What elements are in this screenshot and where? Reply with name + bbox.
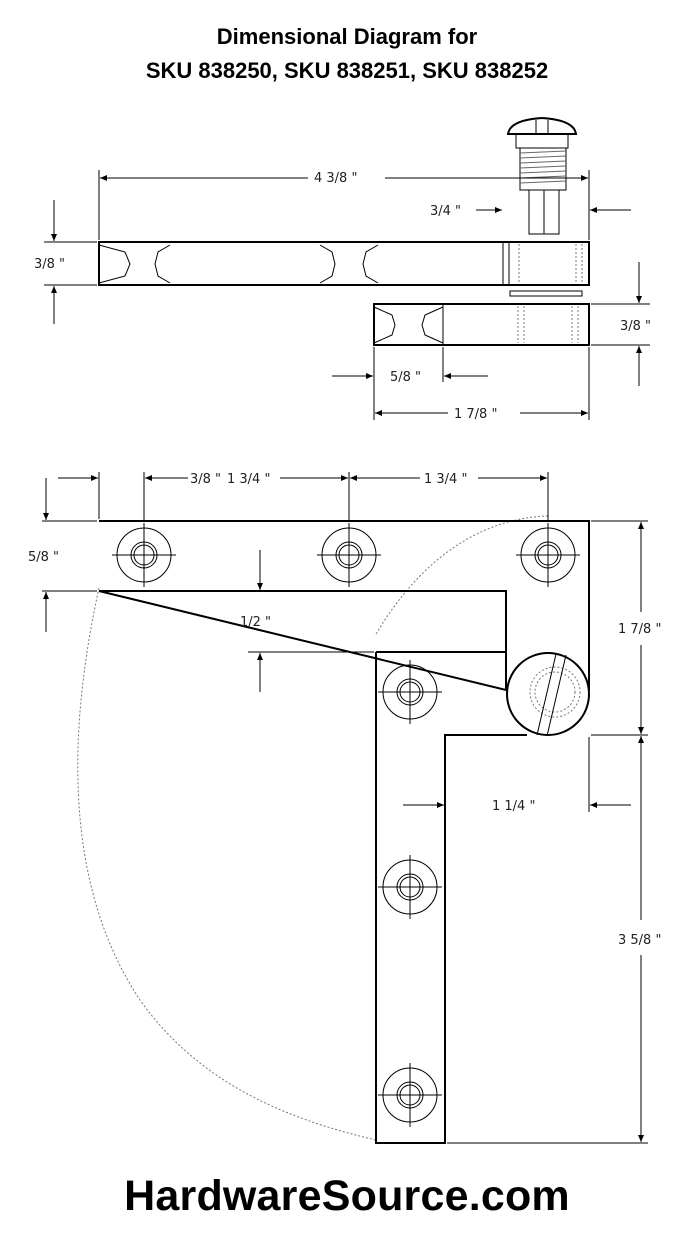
dim-total-length: 4 3/8 "	[98, 170, 590, 240]
dim-right-lower-label: 3 5/8 "	[618, 933, 661, 948]
dim-edge-offset-label: 3/8 "	[190, 472, 221, 487]
dim-lower-length-label: 1 7/8 "	[454, 407, 497, 422]
dim-lower-length: 1 7/8 "	[375, 347, 590, 422]
upper-leaf-side	[98, 241, 590, 286]
swing-arc	[77, 587, 377, 1141]
brand-footer: HardwareSource.com	[124, 1172, 570, 1220]
screw-hole	[112, 523, 176, 587]
dim-right-upper: 1 7/8 "	[591, 520, 661, 736]
diagram-title-line-1: Dimensional Diagram for	[216, 24, 478, 49]
pivot-screw-side	[506, 116, 578, 235]
pivot-screw-plan	[506, 652, 590, 737]
dim-upper-thickness-label: 3/8 "	[34, 257, 65, 272]
dim-lower-recess-label: 5/8 "	[390, 370, 421, 385]
dim-right-lower: 3 5/8 "	[447, 736, 661, 1144]
screw-hole	[317, 523, 381, 587]
dim-lower-recess: 5/8 "	[332, 347, 488, 420]
dim-pin-offset: 3/4 "	[430, 204, 631, 219]
dim-total-length-label: 4 3/8 "	[314, 171, 357, 186]
plan-view: 3/8 " 1 3/4 " 1 3/4 " 5/8 " 1/2 " 1 7/8 …	[28, 472, 661, 1144]
dim-hole-spacing-1-label: 1 3/4 "	[227, 472, 270, 487]
screw-hole	[378, 660, 442, 724]
dim-pivot-offset: 1 1/4 "	[403, 737, 631, 814]
screw-hole	[516, 523, 580, 587]
dim-lower-thickness: 3/8 "	[591, 262, 651, 386]
washer	[509, 290, 583, 297]
diagram-title-line-2: SKU 838250, SKU 838251, SKU 838252	[145, 58, 549, 83]
dim-right-upper-label: 1 7/8 "	[618, 622, 661, 637]
dim-pin-offset-label: 3/4 "	[430, 204, 461, 219]
dim-pivot-offset-label: 1 1/4 "	[492, 799, 535, 814]
screw-hole	[378, 855, 442, 919]
dim-hole-spacing-2-label: 1 3/4 "	[424, 472, 467, 487]
dim-step: 1/2 "	[240, 550, 374, 692]
dim-arm-width: 5/8 "	[28, 478, 97, 632]
upper-arm-plan	[98, 520, 590, 692]
screw-hole	[378, 1063, 442, 1127]
dim-step-label: 1/2 "	[240, 615, 271, 630]
lower-arm-plan	[375, 651, 527, 1144]
dim-plan-top-row: 3/8 " 1 3/4 " 1 3/4 "	[58, 472, 549, 520]
dim-upper-thickness: 3/8 "	[34, 200, 97, 324]
dim-lower-thickness-label: 3/8 "	[620, 319, 651, 334]
lower-leaf-side	[373, 303, 590, 346]
swing-arc-inner	[375, 515, 549, 635]
dim-arm-width-label: 5/8 "	[28, 550, 59, 565]
side-view: 4 3/8 " 3/4 " 3/8 " 3/8 "	[34, 116, 651, 422]
